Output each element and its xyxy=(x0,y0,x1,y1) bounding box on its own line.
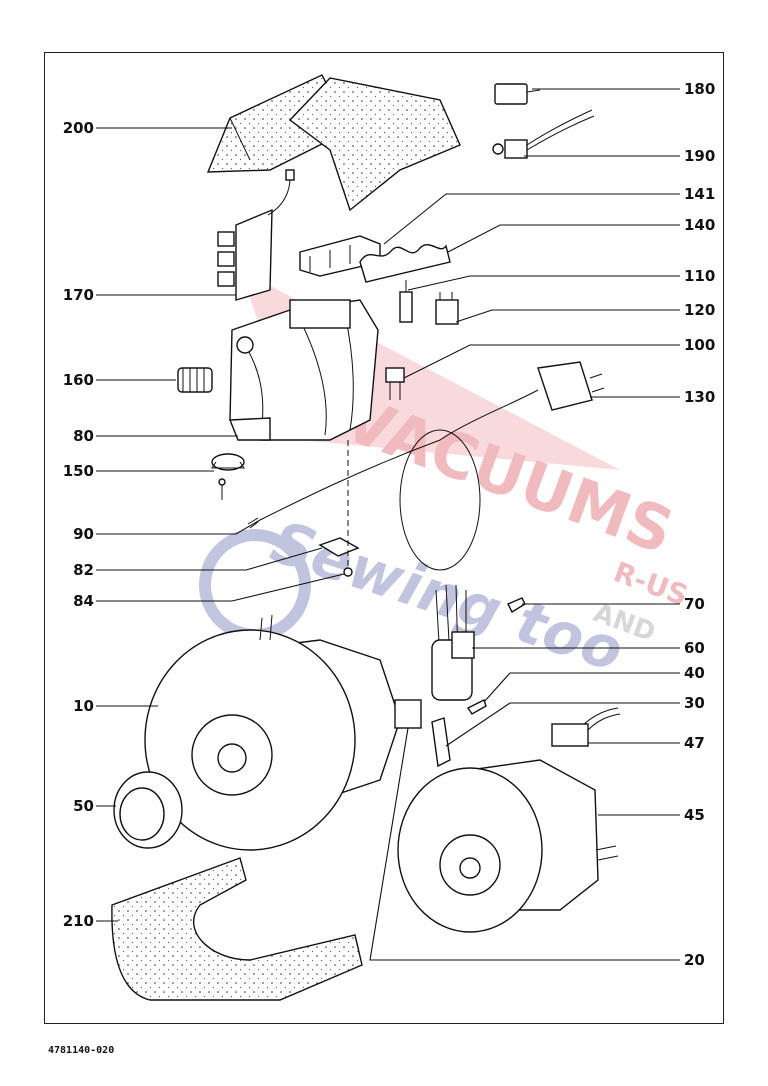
callout-210: 210 xyxy=(62,912,94,930)
callout-150: 150 xyxy=(62,462,94,480)
part-50-ring xyxy=(113,771,183,849)
callout-170: 170 xyxy=(62,286,94,304)
part-40-screw xyxy=(466,699,487,715)
callout-141: 141 xyxy=(684,185,716,203)
callout-20: 20 xyxy=(684,951,705,969)
callout-180: 180 xyxy=(684,80,716,98)
drawing-frame xyxy=(44,52,724,1024)
callout-40: 40 xyxy=(684,664,705,682)
callout-60: 60 xyxy=(684,639,705,657)
part-130-plug-cord xyxy=(247,361,605,571)
part-45-motor xyxy=(397,759,619,933)
part-30-clip xyxy=(431,717,451,768)
part-10-motor xyxy=(144,614,422,851)
callout-47: 47 xyxy=(684,734,705,752)
part-84-screw xyxy=(343,440,353,577)
part-200-cover xyxy=(206,74,461,212)
callout-110: 110 xyxy=(684,267,716,285)
document-code: 4781140-020 xyxy=(48,1045,115,1056)
callout-90: 90 xyxy=(73,525,94,543)
leader-lines xyxy=(96,88,680,961)
part-210-cradle xyxy=(111,857,363,1001)
callout-80: 80 xyxy=(73,427,94,445)
callout-84: 84 xyxy=(73,592,94,610)
callout-82: 82 xyxy=(73,561,94,579)
part-110-switch xyxy=(399,280,413,323)
callout-120: 120 xyxy=(684,301,716,319)
callout-140: 140 xyxy=(684,216,716,234)
callout-190: 190 xyxy=(684,147,716,165)
callout-160: 160 xyxy=(62,371,94,389)
part-47-connector xyxy=(551,707,621,747)
part-160-connector xyxy=(177,367,213,393)
part-180-microswitch xyxy=(494,83,541,105)
callout-10: 10 xyxy=(73,697,94,715)
part-60-wire-bundle xyxy=(431,584,475,701)
part-100-terminal xyxy=(385,367,405,400)
part-120-switch xyxy=(435,292,459,325)
callout-200: 200 xyxy=(62,119,94,137)
part-80-housing xyxy=(228,299,379,441)
part-140-wire-clip xyxy=(359,244,451,283)
callout-130: 130 xyxy=(684,388,716,406)
callout-100: 100 xyxy=(684,336,716,354)
callout-70: 70 xyxy=(684,595,705,613)
callout-50: 50 xyxy=(73,797,94,815)
cord-coil xyxy=(399,429,481,571)
part-150-sensor xyxy=(211,453,245,500)
part-190-switch-lead xyxy=(492,109,595,159)
watermark-s-ring xyxy=(199,529,311,641)
callout-45: 45 xyxy=(684,806,705,824)
part-170-board xyxy=(217,169,295,301)
callout-30: 30 xyxy=(684,694,705,712)
